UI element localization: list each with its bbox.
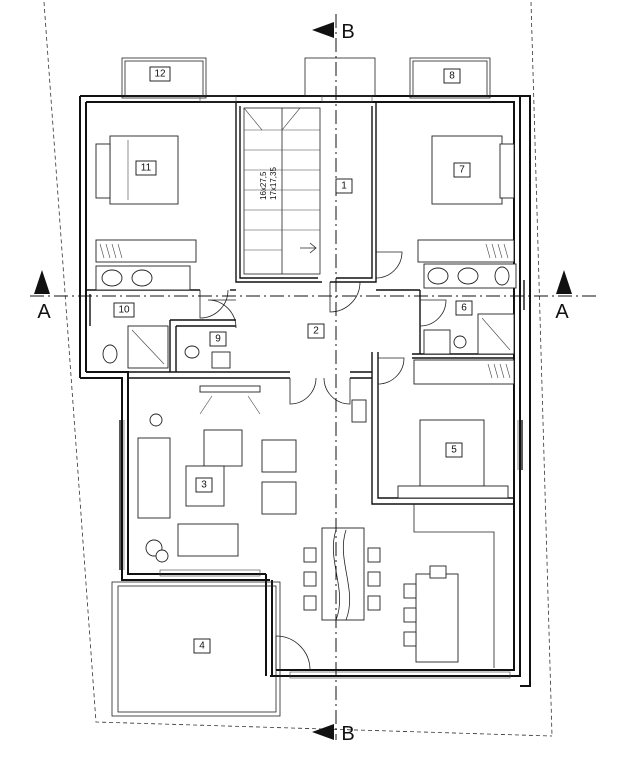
bed-5 xyxy=(397,419,509,499)
room-tag-2: 2 xyxy=(307,323,325,339)
stair-dimension-1: 16x27,5 xyxy=(259,171,268,200)
staircase xyxy=(243,107,321,275)
room-tag-12: 12 xyxy=(149,66,171,82)
section-label-b-top: B xyxy=(341,21,354,43)
svg-text:7: 7 xyxy=(459,165,465,176)
bathroom-10-fixtures xyxy=(95,265,191,369)
room-tag-9: 9 xyxy=(209,331,227,347)
section-axis-b xyxy=(312,14,337,740)
exterior-walls xyxy=(79,95,531,687)
bathroom-6-fixtures xyxy=(423,263,517,355)
wardrobe-5 xyxy=(413,359,515,385)
section-b-top-arrow-icon xyxy=(312,22,334,38)
room-tag-11: 11 xyxy=(135,160,157,176)
wardrobe-11 xyxy=(95,239,197,263)
room-tag-10: 10 xyxy=(113,302,135,318)
section-a-right-arrow-icon xyxy=(556,270,572,294)
room-tag-8: 8 xyxy=(443,68,461,84)
balcony-8 xyxy=(409,57,491,99)
svg-text:12: 12 xyxy=(154,69,166,80)
room-tag-5: 5 xyxy=(445,442,463,458)
entrance-canopy xyxy=(304,57,376,97)
svg-text:8: 8 xyxy=(449,71,455,82)
dining-furniture xyxy=(303,527,381,621)
windows xyxy=(89,95,525,679)
wardrobe-7 xyxy=(417,239,515,263)
bed-11 xyxy=(95,135,179,205)
svg-text:11: 11 xyxy=(141,163,152,174)
room-tag-7: 7 xyxy=(453,162,471,178)
section-a-left-arrow-icon xyxy=(34,270,50,294)
site-boundary xyxy=(43,1,553,737)
svg-text:3: 3 xyxy=(201,480,207,491)
section-label-a-right: A xyxy=(555,301,569,323)
room-tag-4: 4 xyxy=(193,638,211,654)
room-tag-6: 6 xyxy=(455,300,473,316)
section-label-b-bottom: B xyxy=(341,723,354,745)
kitchen-furniture xyxy=(351,399,495,668)
room-tag-1: 1 xyxy=(335,178,353,194)
svg-text:1: 1 xyxy=(341,181,347,192)
balcony-12 xyxy=(121,57,207,99)
toilet-9-fixtures xyxy=(184,345,231,369)
interior-walls xyxy=(86,102,514,505)
living-furniture xyxy=(137,385,297,563)
svg-text:4: 4 xyxy=(199,641,205,652)
svg-text:9: 9 xyxy=(215,334,221,345)
stair-dimension-2: 17x17,35 xyxy=(269,167,278,200)
svg-text:10: 10 xyxy=(118,305,130,316)
doors xyxy=(199,251,447,671)
svg-text:5: 5 xyxy=(451,445,457,456)
section-label-a-left: A xyxy=(37,301,51,323)
section-axis-a xyxy=(30,270,596,297)
svg-text:2: 2 xyxy=(313,326,319,337)
room-tag-3: 3 xyxy=(195,477,213,493)
svg-text:6: 6 xyxy=(461,303,467,314)
bed-7 xyxy=(431,135,515,205)
section-b-bottom-arrow-icon xyxy=(312,724,334,740)
